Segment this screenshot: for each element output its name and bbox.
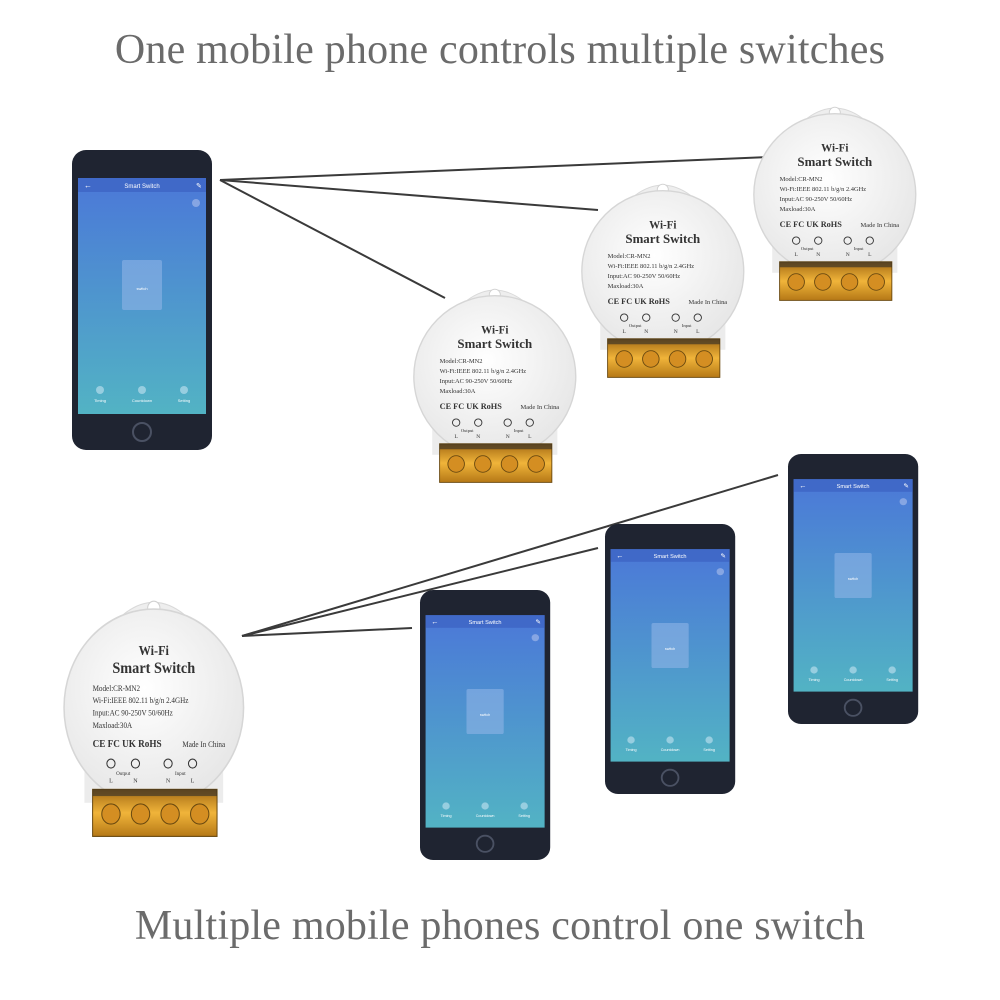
phone-3	[787, 453, 920, 725]
phone-2	[604, 523, 737, 795]
switch-3	[753, 106, 917, 302]
phone-1	[419, 589, 552, 861]
switch-1	[413, 288, 577, 484]
connection-lines-bottom	[241, 474, 779, 637]
connection-lines-top	[219, 156, 771, 299]
switch-2	[581, 183, 745, 379]
headline-top: One mobile phone controls multiple switc…	[114, 27, 886, 73]
switch-single	[63, 600, 245, 838]
phone-main	[71, 149, 213, 451]
headline-bottom: Multiple mobile phones control one switc…	[134, 903, 866, 949]
